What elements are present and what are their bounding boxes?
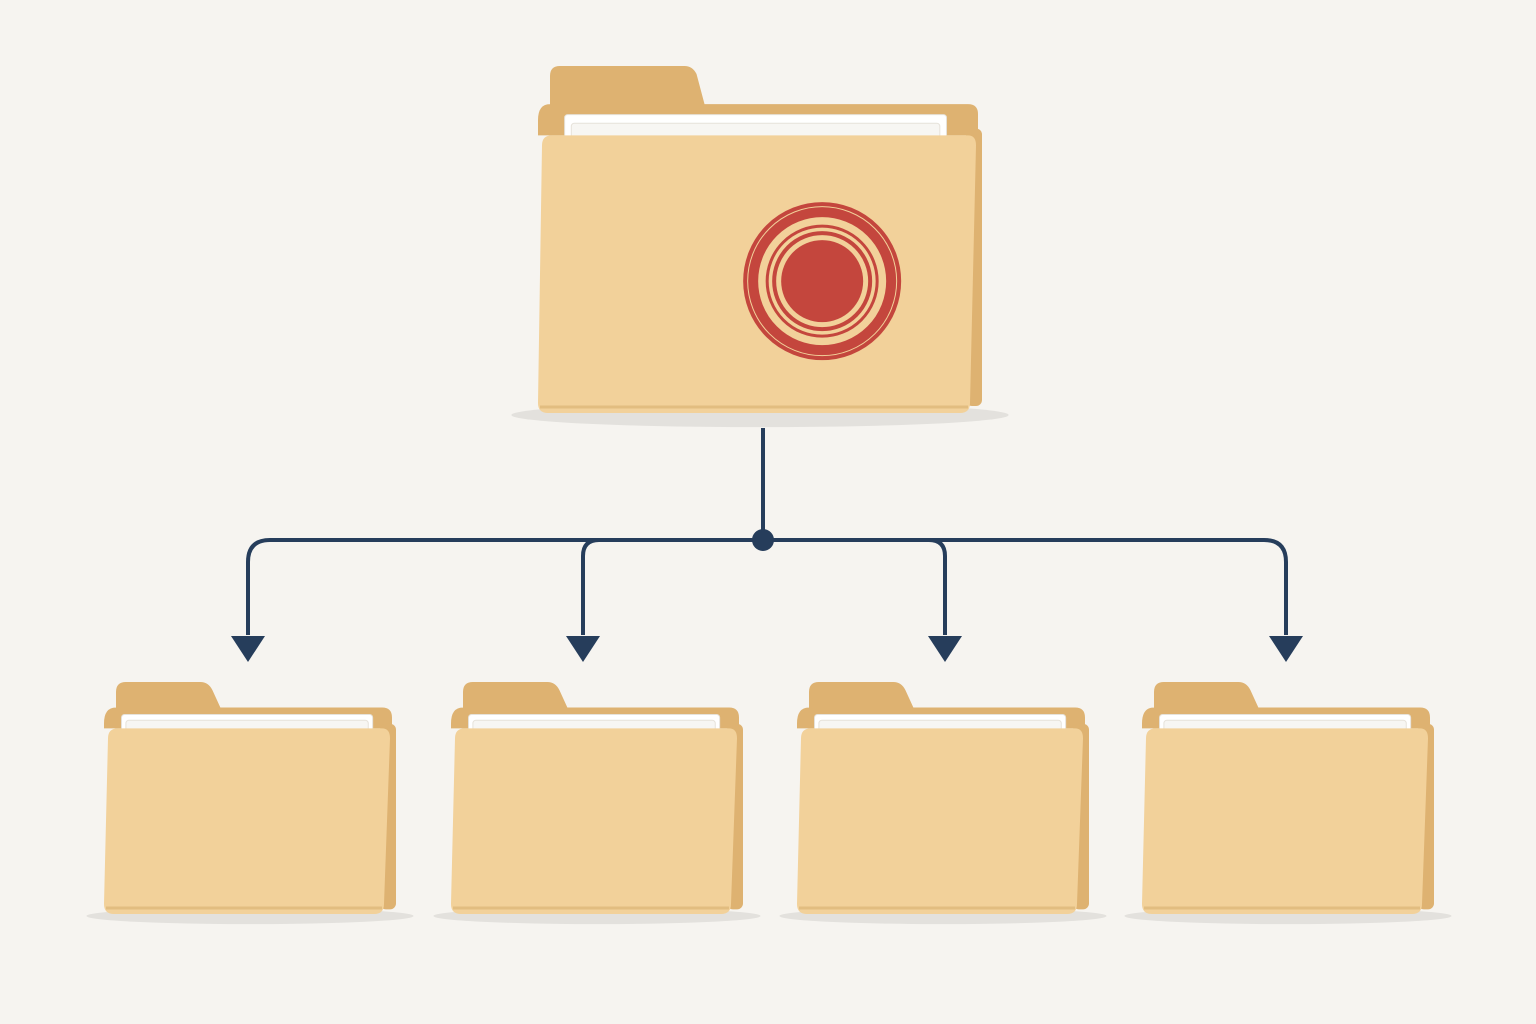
folder-front <box>104 728 390 914</box>
seal-outer-ring <box>743 202 902 361</box>
arrow-head-2 <box>566 636 600 662</box>
seal-mid-ring <box>765 224 879 338</box>
arrow-head-3 <box>928 636 962 662</box>
folder-front <box>797 728 1083 914</box>
folder-front <box>451 728 737 914</box>
record-seal-icon <box>743 202 902 361</box>
child-folder-1[interactable] <box>86 682 414 925</box>
root-folder[interactable] <box>511 66 1009 428</box>
connector-bus <box>246 538 1288 635</box>
arrow-head-4 <box>1269 636 1303 662</box>
seal-inner-ring <box>772 231 873 332</box>
child-folder-4[interactable] <box>1124 682 1452 925</box>
seal-thick-ring <box>748 207 897 356</box>
arrow-head-1 <box>231 636 265 662</box>
child-folder-3[interactable] <box>779 682 1107 925</box>
folder-front <box>1142 728 1428 914</box>
seal-core <box>781 240 864 323</box>
connector-junction <box>752 529 774 551</box>
connector-branch-2 <box>581 538 600 635</box>
connector-tree <box>231 428 1303 662</box>
child-folder-2[interactable] <box>433 682 761 925</box>
connector-branch-3 <box>928 538 947 635</box>
